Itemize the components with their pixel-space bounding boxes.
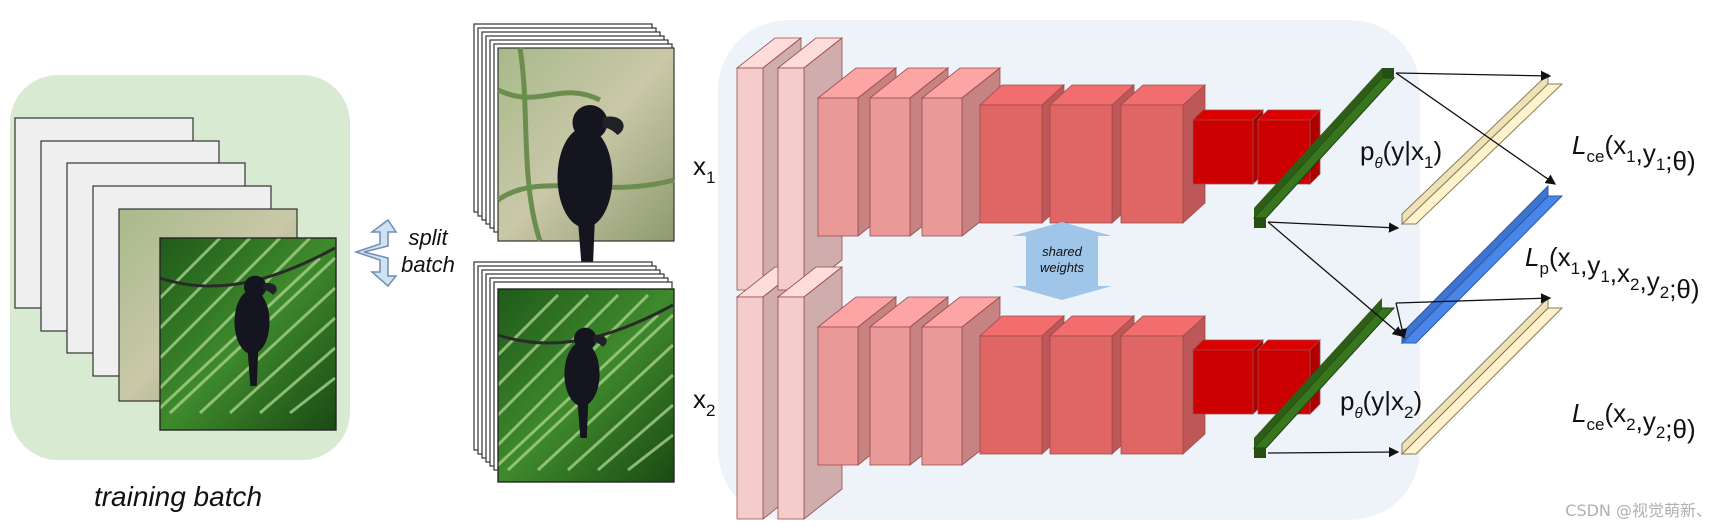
split-arrow-icon — [353, 218, 398, 288]
loss-bar-ce2 — [1400, 296, 1564, 456]
loss-bar-ce1 — [1400, 72, 1564, 226]
output-bar-p1 — [1252, 68, 1396, 228]
input-stack-x1 — [473, 23, 675, 278]
layer-bottom-9-front — [1192, 349, 1254, 415]
x2-label: x2 — [693, 384, 715, 420]
input-stack-x2 — [473, 261, 675, 483]
layer-top-10-top — [1257, 109, 1321, 121]
layer-top-1-front — [736, 67, 764, 291]
layer-top-6-front — [979, 104, 1043, 224]
watermark: CSDN @视觉萌新、 — [1565, 501, 1712, 520]
layer-top-9-front — [1192, 119, 1254, 185]
layer-bottom-8-front — [1120, 335, 1184, 455]
loss-ce2-label: Lce(x2,y2;θ) — [1572, 398, 1696, 444]
layer-bottom-9-top — [1192, 339, 1264, 351]
shared-label: shared — [1042, 244, 1083, 259]
layer-bottom-4-front — [869, 326, 911, 466]
batch-bird-palm-photo — [158, 236, 337, 431]
batch-label: batch — [401, 252, 455, 277]
batch-image-stack — [14, 117, 337, 431]
shared-weights-arrow-icon — [1012, 222, 1112, 300]
layer-bottom-3-front — [817, 326, 859, 466]
output-bar-p2 — [1252, 298, 1396, 458]
connection-arrows — [1267, 70, 1557, 458]
bird-palm-photo — [496, 288, 675, 483]
training-batch-label: training batch — [94, 481, 262, 512]
layer-top-7-front — [1049, 104, 1113, 224]
layer-top-5-front — [921, 97, 963, 237]
bird-photo — [496, 47, 675, 278]
layer-bottom-6-front — [979, 335, 1043, 455]
p2-label: pθ(y|x2) — [1340, 386, 1422, 422]
layer-bottom-7-front — [1049, 335, 1113, 455]
layer-bottom-1-front — [736, 296, 764, 520]
x1-label: x1 — [693, 151, 715, 187]
p1-label: pθ(y|x1) — [1360, 136, 1442, 172]
loss-p-label: Lp(x1,y1,x2,y2;θ) — [1525, 242, 1700, 304]
layer-top-3-front — [817, 97, 859, 237]
layer-top-2-front — [777, 67, 805, 291]
loss-ce1-label: Lce(x1,y1;θ) — [1572, 130, 1696, 176]
split-label: split — [408, 225, 448, 250]
weights-label: weights — [1040, 260, 1085, 275]
network-layers — [735, 37, 1321, 520]
layer-bottom-2-front — [777, 296, 805, 520]
layer-top-9-top — [1192, 109, 1264, 121]
layer-top-4-front — [869, 97, 911, 237]
layer-top-8-front — [1120, 104, 1184, 224]
layer-bottom-5-front — [921, 326, 963, 466]
layer-bottom-10-top — [1257, 339, 1321, 351]
